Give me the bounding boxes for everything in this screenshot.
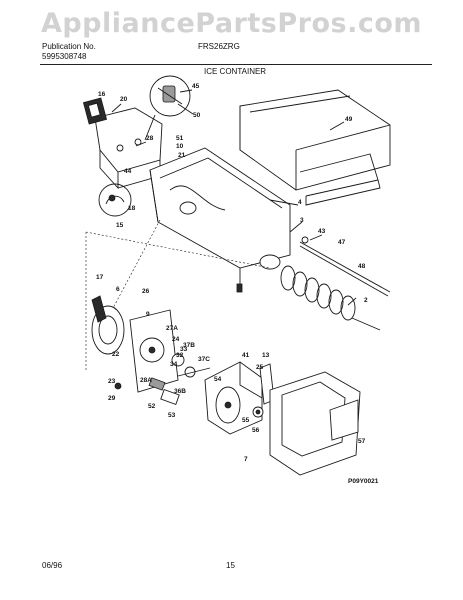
callout-27a: 27A bbox=[166, 325, 178, 332]
callout-28: 28 bbox=[146, 135, 154, 142]
callout-7: 7 bbox=[244, 456, 248, 463]
callout-21: 21 bbox=[178, 152, 186, 159]
callout-4: 4 bbox=[298, 199, 302, 206]
callout-32: 32 bbox=[176, 352, 184, 359]
callout-51: 51 bbox=[176, 135, 184, 142]
callout-15: 15 bbox=[116, 222, 124, 229]
callout-53: 53 bbox=[168, 412, 176, 419]
callout-10: 10 bbox=[176, 143, 184, 150]
callout-41: 41 bbox=[242, 352, 250, 359]
callout-13: 13 bbox=[262, 352, 270, 359]
callout-29: 29 bbox=[108, 395, 116, 402]
callout-47: 47 bbox=[338, 239, 346, 246]
header-rule bbox=[40, 64, 432, 65]
callout-33: 33 bbox=[180, 346, 188, 353]
callout-55: 55 bbox=[242, 417, 250, 424]
washer bbox=[252, 406, 264, 418]
auger-coil bbox=[280, 265, 381, 331]
callout-52: 52 bbox=[148, 403, 156, 410]
callout-16: 16 bbox=[98, 91, 106, 98]
front-cover bbox=[269, 371, 361, 476]
section-title: ICE CONTAINER bbox=[204, 67, 267, 76]
callout-56: 56 bbox=[252, 427, 260, 434]
shelf-rail bbox=[239, 89, 391, 206]
detail-circle-left bbox=[98, 183, 132, 217]
gear-parts bbox=[114, 353, 211, 406]
watermark: AppliancePartsPros.com bbox=[40, 8, 423, 39]
callout-34: 34 bbox=[170, 361, 178, 368]
callout-37c: 37C bbox=[198, 356, 210, 363]
callout-6: 6 bbox=[116, 286, 120, 293]
ice-bin bbox=[149, 147, 291, 293]
footer-page: 15 bbox=[226, 561, 235, 570]
detail-circle-top bbox=[144, 75, 191, 141]
callout-9: 9 bbox=[146, 311, 150, 318]
callout-44: 44 bbox=[124, 168, 132, 175]
callout-57: 57 bbox=[358, 438, 366, 445]
callout-36b: 36B bbox=[174, 388, 186, 395]
figure-code: P09Y0021 bbox=[348, 478, 379, 485]
publication-label: Publication No. bbox=[42, 42, 96, 51]
callout-25: 25 bbox=[256, 364, 264, 371]
callout-3: 3 bbox=[300, 217, 304, 224]
callout-45: 45 bbox=[192, 83, 200, 90]
callout-54: 54 bbox=[214, 376, 222, 383]
motor-housing bbox=[204, 361, 263, 435]
leader-lines bbox=[111, 89, 357, 306]
callout-48: 48 bbox=[358, 263, 366, 270]
callout-43: 43 bbox=[318, 228, 326, 235]
callout-28a: 28A bbox=[140, 377, 152, 384]
impeller bbox=[91, 295, 125, 355]
callout-37b: 37B bbox=[183, 342, 195, 349]
bracket-assembly bbox=[82, 97, 163, 190]
callout-17: 17 bbox=[96, 274, 104, 281]
ejector-rod bbox=[299, 236, 391, 297]
callout-26: 26 bbox=[142, 288, 150, 295]
footer-date: 06/96 bbox=[42, 561, 63, 570]
callout-23: 23 bbox=[108, 378, 116, 385]
callout-50: 50 bbox=[193, 112, 201, 119]
motor-mount-plate bbox=[129, 309, 179, 393]
callout-2: 2 bbox=[364, 297, 368, 304]
callout-20: 20 bbox=[120, 96, 128, 103]
model-number: FRS26ZRG bbox=[198, 42, 240, 51]
callout-49: 49 bbox=[345, 116, 353, 123]
callout-22: 22 bbox=[112, 351, 120, 358]
callout-18: 18 bbox=[128, 205, 136, 212]
callout-24: 24 bbox=[172, 336, 180, 343]
publication-number: 5995308748 bbox=[42, 52, 87, 61]
